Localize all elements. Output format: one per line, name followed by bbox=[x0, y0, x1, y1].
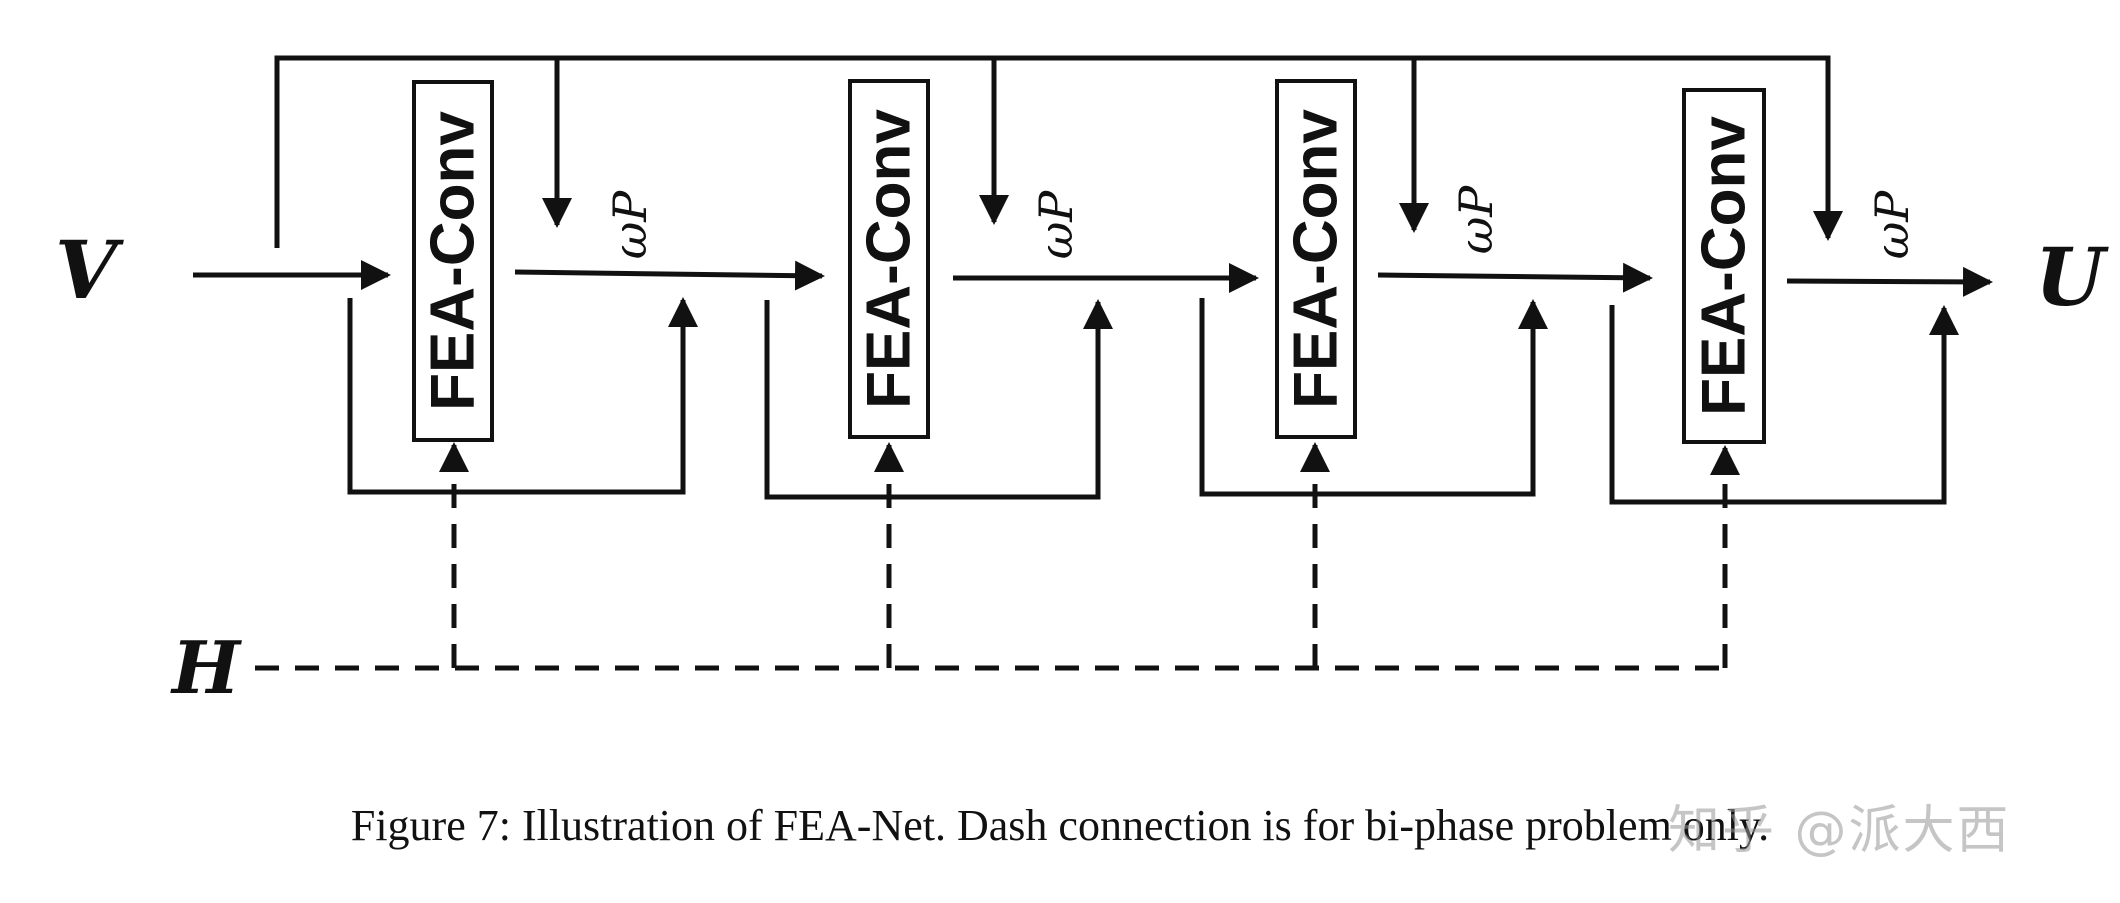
fea-conv-block-4: FEA-Conv bbox=[1682, 88, 1766, 444]
top-bus-line-to-block-4 bbox=[274, 55, 1843, 248]
figure-caption: Figure 7: Illustration of FEA-Net. Dash … bbox=[350, 801, 1770, 850]
fea-conv-block-3: FEA-Conv bbox=[1275, 79, 1357, 439]
op-label-4: ωP bbox=[1865, 190, 1919, 260]
block-3-box bbox=[1275, 79, 1357, 439]
block-1-label: FEA-Conv bbox=[419, 111, 488, 411]
hidden-label-h: H bbox=[170, 625, 242, 710]
residual-loop-1 bbox=[347, 297, 698, 495]
residual-loop-3 bbox=[1199, 298, 1548, 497]
op-label-2: ωP bbox=[1029, 190, 1083, 260]
forward-path bbox=[193, 260, 1993, 297]
watermark: 知乎 @派大西 bbox=[1668, 801, 2011, 861]
block-2-box bbox=[848, 79, 930, 439]
block-4-box bbox=[1682, 88, 1766, 444]
residual-loops bbox=[347, 297, 1959, 505]
op-label-3: ωP bbox=[1449, 185, 1503, 255]
output-arrow bbox=[1786, 266, 1993, 297]
op-label-1: ωP bbox=[603, 190, 657, 260]
fea-conv-block-1: FEA-Conv bbox=[412, 80, 494, 442]
residual-loop-4 bbox=[1609, 305, 1959, 505]
residual-loop-2 bbox=[764, 299, 1113, 500]
block-3-label: FEA-Conv bbox=[1282, 109, 1351, 409]
block-1-box bbox=[412, 80, 494, 442]
output-label-u: U bbox=[2035, 230, 2109, 324]
block-2-label: FEA-Conv bbox=[855, 109, 924, 409]
forward-arrow-3 bbox=[1377, 262, 1653, 293]
h-dashed-connections bbox=[255, 470, 1728, 671]
block-4-label: FEA-Conv bbox=[1690, 116, 1759, 416]
fea-conv-block-2: FEA-Conv bbox=[848, 79, 930, 439]
input-label-v: V bbox=[55, 223, 124, 317]
top-skip-bus bbox=[274, 55, 1843, 248]
forward-arrow-1 bbox=[514, 260, 825, 291]
block-input-arrows bbox=[439, 442, 1740, 475]
